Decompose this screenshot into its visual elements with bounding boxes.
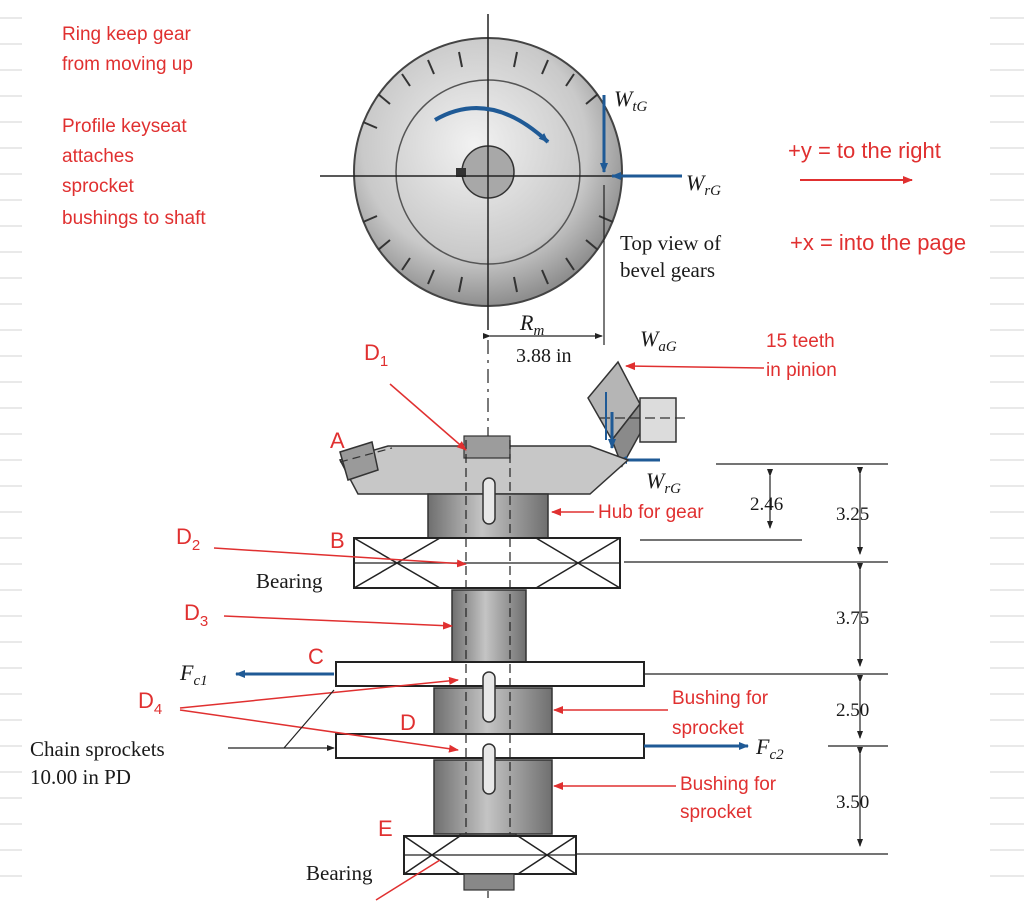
point-a: A (330, 428, 345, 453)
dim-seg4: 3.50 (836, 792, 869, 813)
x-direction-note: +x = into the page (790, 230, 966, 255)
diameter-d3: D3 (184, 600, 208, 630)
pinion-teeth-pointer (625, 362, 765, 371)
d4-pointer-upper (179, 676, 459, 709)
d2-pointer (213, 547, 467, 568)
bearing-upper (353, 537, 621, 589)
ruled-lines (0, 17, 1024, 877)
diameter-d4: D4 (138, 688, 162, 718)
point-c: C (308, 644, 324, 669)
bearing-lower-pointer (375, 859, 441, 901)
point-e: E (378, 816, 393, 841)
point-d: D (400, 710, 416, 735)
diameter-d1: D1 (364, 340, 388, 370)
sprocket-pointer-diag (283, 689, 335, 749)
top-view-gear (320, 14, 660, 330)
pinion-gear (587, 360, 690, 468)
bearing-upper-label: Bearing (256, 569, 323, 593)
top-view-label: Top view of bevel gears (620, 231, 726, 282)
sprocket-label: Chain sprockets 10.00 in PD (30, 737, 170, 789)
force-wrg-side-label: WrG (646, 468, 681, 497)
shaft-inner-lines (465, 440, 511, 866)
dim-seg3: 2.50 (836, 700, 869, 721)
keyseat-note: Profile keyseat attaches sprocket bushin… (62, 116, 206, 229)
d3-pointer (223, 615, 453, 630)
force-fc1-label: Fc1 (179, 660, 208, 689)
rm-value: 3.88 in (516, 345, 572, 367)
force-fc2-label: Fc2 (755, 734, 784, 763)
shaft-segment-d3 (451, 589, 527, 665)
force-wag-label: WaG (640, 326, 677, 355)
force-wrg-top-label: WrG (686, 170, 721, 199)
bearing-lower-label: Bearing (306, 861, 373, 885)
pinion-teeth-note: 15 teeth in pinion (766, 331, 840, 381)
bushing-upper-note: Bushing for sprocket (672, 688, 773, 739)
keyseats (482, 477, 496, 795)
hub-note: Hub for gear (598, 502, 704, 523)
shaft-end (463, 873, 515, 891)
d4-pointer-lower (179, 709, 459, 753)
dim-seg1: 3.25 (836, 504, 869, 525)
force-wtg-label: WtG (614, 86, 647, 115)
dimension-lines (576, 463, 888, 855)
diameter-d2: D2 (176, 524, 200, 554)
dim-seg2: 3.75 (836, 608, 869, 629)
bushing-lower-note: Bushing for sprocket (680, 774, 781, 823)
dim-hub-height: 2.46 (750, 494, 783, 515)
gear-teeth-ticks (362, 51, 614, 293)
bearing-lower (403, 835, 577, 875)
y-direction-note: +y = to the right (788, 138, 941, 163)
point-b: B (330, 528, 345, 553)
rm-label: Rm (519, 310, 544, 339)
d1-pointer (389, 383, 467, 451)
ring-note: Ring keep gear from moving up (62, 24, 196, 75)
